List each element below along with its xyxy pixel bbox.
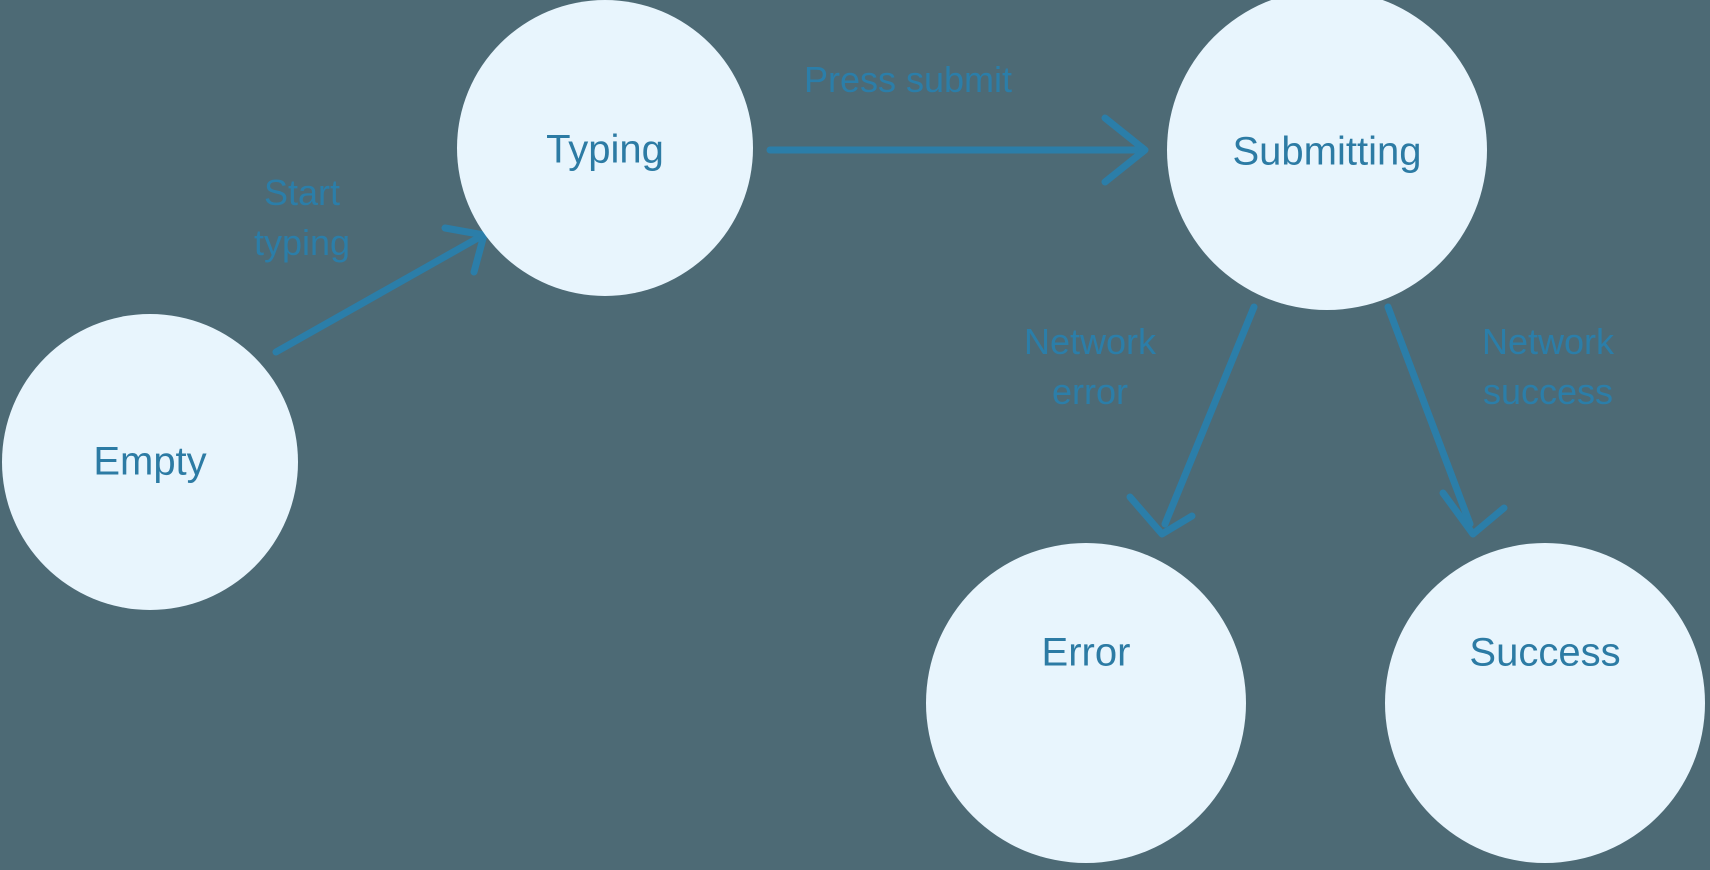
state-node-typing[interactable]: Typing: [457, 0, 753, 296]
edge-typing-to-submitting: [766, 114, 1149, 186]
state-node-empty-label: Empty: [93, 440, 206, 484]
state-node-success[interactable]: Success: [1385, 543, 1705, 863]
state-node-error[interactable]: Error: [926, 543, 1246, 863]
edge-label-network-success-line1: Network: [1482, 321, 1615, 362]
state-node-submitting[interactable]: Submitting: [1167, 0, 1487, 310]
state-node-typing-circle[interactable]: [457, 0, 753, 296]
state-node-submitting-circle[interactable]: [1167, 0, 1487, 310]
edge-label-start-typing-line1: Start: [264, 172, 340, 213]
edge-label-network-error-line1: Network: [1024, 321, 1157, 362]
state-node-success-label: Success: [1469, 631, 1620, 675]
state-node-submitting-label: Submitting: [1233, 130, 1422, 174]
state-node-empty-circle[interactable]: [2, 314, 298, 610]
state-node-error-label: Error: [1042, 631, 1131, 675]
edge-label-press-submit-line1: Press submit: [804, 59, 1012, 100]
edge-empty-to-typing: [272, 224, 488, 356]
edge-empty-to-typing-line: [272, 234, 482, 356]
edge-label-network-success-line2: success: [1483, 371, 1613, 412]
state-node-typing-label: Typing: [546, 128, 664, 172]
state-node-empty[interactable]: Empty: [2, 314, 298, 610]
edge-empty-to-typing-arrowhead: [441, 224, 488, 276]
edge-submitting-to-success-arrowhead: [1439, 489, 1508, 538]
edge-submitting-to-success: [1384, 303, 1508, 538]
edge-label-network-error-line2: error: [1052, 371, 1128, 412]
edge-submitting-to-error: [1126, 303, 1258, 538]
edge-submitting-to-success-line: [1384, 303, 1474, 528]
state-node-success-circle[interactable]: [1385, 543, 1705, 863]
edge-label-start-typing-line2: typing: [254, 222, 350, 263]
state-node-error-circle[interactable]: [926, 543, 1246, 863]
edge-submitting-to-error-line: [1161, 303, 1258, 528]
edge-submitting-to-error-arrowhead: [1126, 493, 1196, 538]
edge-typing-to-submitting-arrowhead: [1101, 114, 1149, 186]
